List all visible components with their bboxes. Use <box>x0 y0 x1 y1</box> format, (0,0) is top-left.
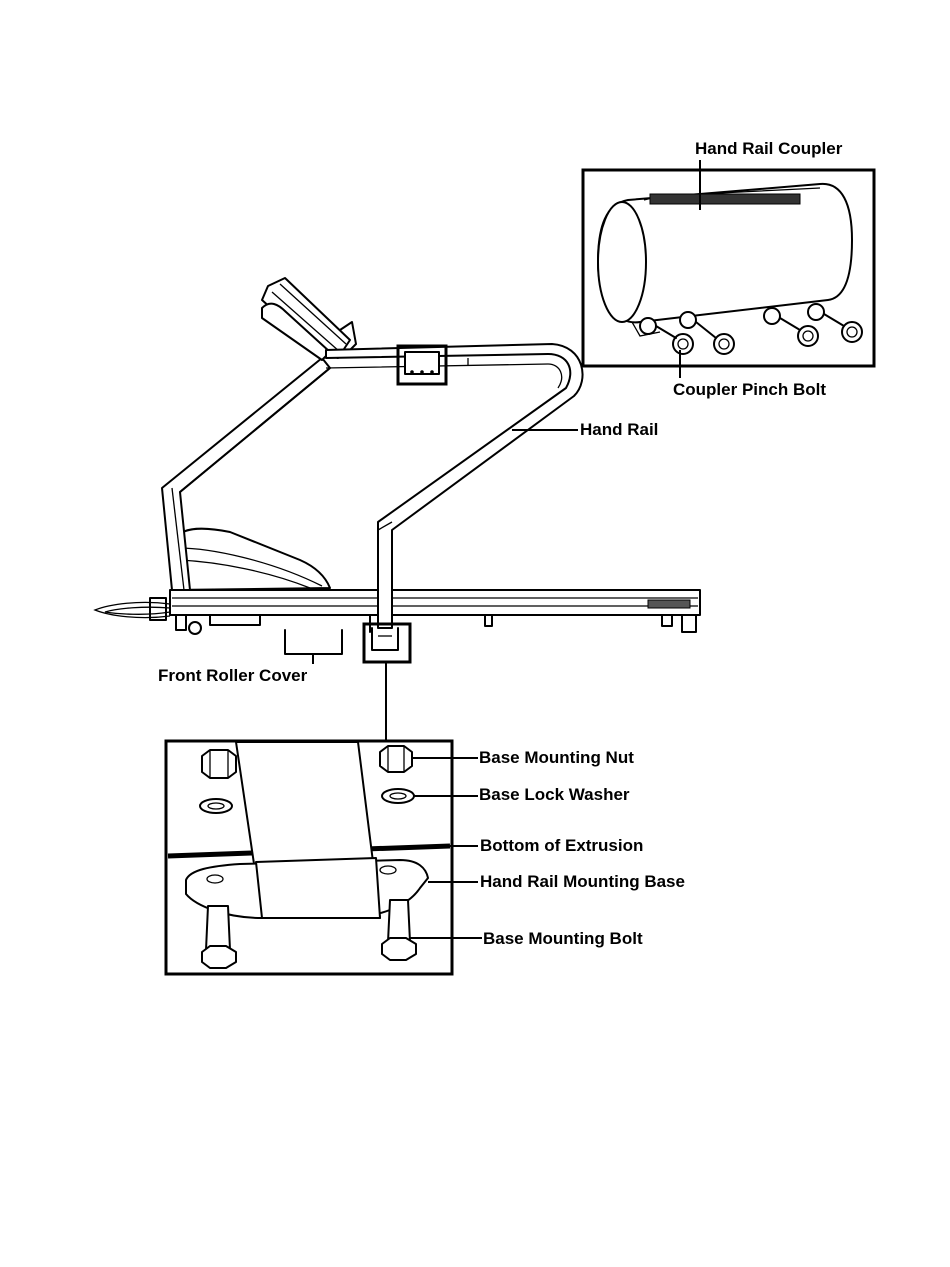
label-base-mounting-nut: Base Mounting Nut <box>479 748 634 768</box>
base-lock-washer <box>382 789 414 803</box>
label-base-lock-washer: Base Lock Washer <box>479 785 630 805</box>
nut-left <box>202 750 236 778</box>
treadmill-illustration <box>95 278 700 664</box>
roller-cover-bracket <box>285 630 342 654</box>
base-detail <box>168 742 450 968</box>
label-coupler-pinch-bolt: Coupler Pinch Bolt <box>673 380 826 400</box>
coupler-end-face <box>598 202 646 322</box>
base-mounting-nut <box>380 746 412 772</box>
bolt-left <box>202 946 236 968</box>
label-hand-rail-mounting-base: Hand Rail Mounting Base <box>480 872 685 892</box>
label-hand-rail: Hand Rail <box>580 420 658 440</box>
label-bottom-of-extrusion: Bottom of Extrusion <box>480 836 643 856</box>
label-hand-rail-coupler: Hand Rail Coupler <box>695 139 842 159</box>
treadmill-deck <box>170 590 700 615</box>
label-base-mounting-bolt: Base Mounting Bolt <box>483 929 643 949</box>
label-front-roller-cover: Front Roller Cover <box>158 666 307 686</box>
coupler-detail <box>598 184 862 354</box>
hand-rail-tube <box>326 344 583 628</box>
washer-left <box>200 799 232 813</box>
deck-logo-plate <box>648 600 690 608</box>
base-mounting-bolt <box>382 938 416 960</box>
